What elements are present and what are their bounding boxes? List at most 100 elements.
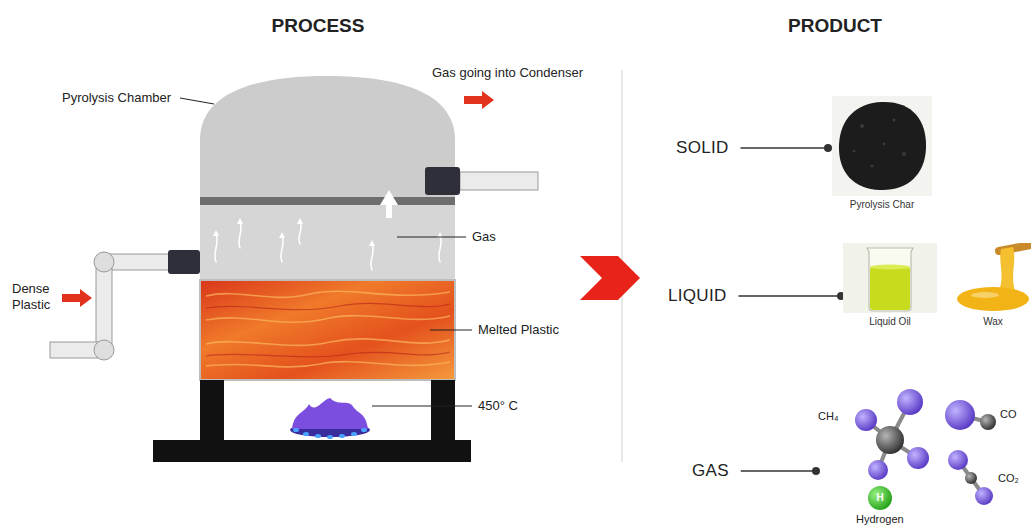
chamber-leg bbox=[431, 380, 455, 442]
gas-space bbox=[200, 205, 455, 280]
molecule-label: CO bbox=[1000, 408, 1017, 420]
speck bbox=[870, 164, 873, 167]
column-heading: PROCESS bbox=[218, 15, 418, 38]
leader-line bbox=[397, 237, 466, 238]
wave bbox=[206, 291, 450, 297]
mini-head bbox=[369, 240, 375, 246]
flame-jet bbox=[339, 434, 345, 438]
image-caption: Wax bbox=[955, 316, 1031, 327]
atom bbox=[980, 414, 996, 430]
category-text: GAS bbox=[692, 461, 729, 481]
gas-swirl bbox=[215, 234, 217, 262]
wave bbox=[206, 362, 450, 367]
part-label: Melted Plastic bbox=[478, 322, 559, 338]
leader-line bbox=[180, 98, 214, 104]
condenser-arrow bbox=[464, 91, 494, 109]
mini-head bbox=[297, 218, 303, 224]
gas-up-arrow bbox=[386, 204, 392, 218]
molten-waves bbox=[206, 291, 450, 367]
gas-swirl bbox=[371, 244, 373, 270]
category-text: SOLID bbox=[676, 138, 729, 158]
product-image: Liquid Oil bbox=[843, 243, 937, 327]
image-caption: Liquid Oil bbox=[843, 316, 937, 327]
speck bbox=[893, 119, 896, 122]
beaker bbox=[867, 248, 913, 311]
flame-jet bbox=[327, 435, 333, 439]
leader-line bbox=[372, 406, 472, 407]
gas-swirl bbox=[439, 236, 441, 262]
outlet-pipe bbox=[460, 172, 538, 190]
leader-line bbox=[430, 330, 472, 331]
flame-jet bbox=[361, 428, 367, 432]
image-ground bbox=[843, 243, 937, 313]
leader-lines bbox=[180, 98, 472, 406]
atom bbox=[868, 460, 888, 480]
category-label: GAS bbox=[692, 461, 729, 481]
gas-up-arrow-head bbox=[380, 190, 398, 205]
wave bbox=[206, 352, 450, 357]
pipe-elbow bbox=[94, 340, 114, 360]
stand-base bbox=[153, 440, 471, 462]
category-label: LIQUID bbox=[668, 286, 726, 306]
molecule-label: Hydrogen bbox=[856, 513, 904, 525]
wax-drip bbox=[999, 247, 1015, 291]
speck bbox=[860, 124, 864, 128]
chamber-leg bbox=[200, 380, 224, 442]
part-label: Gas going into Condenser bbox=[432, 65, 583, 81]
flame-jet bbox=[315, 434, 321, 438]
atom bbox=[975, 487, 993, 505]
connector-dot bbox=[824, 144, 832, 152]
flame bbox=[292, 398, 368, 429]
atom bbox=[907, 447, 929, 469]
flame-jet bbox=[351, 432, 357, 436]
molecule-label: CH₄ bbox=[818, 410, 838, 422]
wax-pool bbox=[957, 287, 1029, 311]
burner-ring bbox=[293, 428, 367, 439]
part-label: Gas bbox=[472, 229, 496, 245]
input-label: Dense Plastic bbox=[12, 281, 64, 312]
gas-swirl bbox=[281, 236, 283, 262]
mini-head bbox=[213, 230, 219, 236]
flame-jet bbox=[303, 432, 309, 436]
connector-line bbox=[741, 147, 828, 149]
molecule-label: CO₂ bbox=[998, 472, 1019, 484]
product-image: Wax bbox=[955, 243, 1031, 327]
inlet-pipe bbox=[96, 262, 112, 350]
pipe-elbow bbox=[94, 252, 114, 272]
atom bbox=[948, 450, 968, 470]
connector-line bbox=[741, 470, 816, 472]
char-powder bbox=[839, 102, 926, 190]
mini-head bbox=[237, 218, 243, 224]
feed-arrow bbox=[62, 289, 92, 307]
char-image bbox=[832, 96, 932, 196]
process-chevron bbox=[580, 256, 640, 300]
wave bbox=[206, 339, 450, 346]
atom-symbol: H bbox=[872, 491, 888, 505]
image-caption: Pyrolysis Char bbox=[830, 199, 934, 210]
wave bbox=[206, 316, 450, 323]
category-label: SOLID bbox=[676, 138, 729, 158]
outlet-flange bbox=[425, 167, 460, 195]
temperature-label: 450° C bbox=[478, 398, 518, 414]
gas-swirl-heads bbox=[213, 218, 443, 246]
molten-waves bbox=[206, 303, 450, 356]
column-heading: PRODUCT bbox=[735, 15, 935, 38]
oil-liquid bbox=[870, 267, 910, 310]
wax-image bbox=[955, 243, 1031, 313]
flame-jet bbox=[293, 428, 299, 432]
rising-gas-arrows bbox=[215, 222, 441, 270]
connector-line bbox=[738, 295, 841, 297]
wax-shine bbox=[971, 292, 999, 298]
oil-surface bbox=[870, 265, 910, 270]
chamber-band bbox=[200, 197, 455, 205]
mini-head bbox=[279, 232, 285, 238]
product-image: Pyrolysis Char bbox=[830, 96, 934, 210]
speck bbox=[853, 150, 856, 153]
atom bbox=[897, 389, 923, 415]
category-text: LIQUID bbox=[668, 286, 726, 306]
gas-swirl bbox=[299, 222, 301, 244]
gas-molecule-group: CH₄ CO CO₂ Hydrogen bbox=[818, 380, 1032, 528]
chamber-body bbox=[200, 76, 455, 380]
atom bbox=[965, 472, 977, 484]
connector-dot bbox=[812, 467, 820, 475]
